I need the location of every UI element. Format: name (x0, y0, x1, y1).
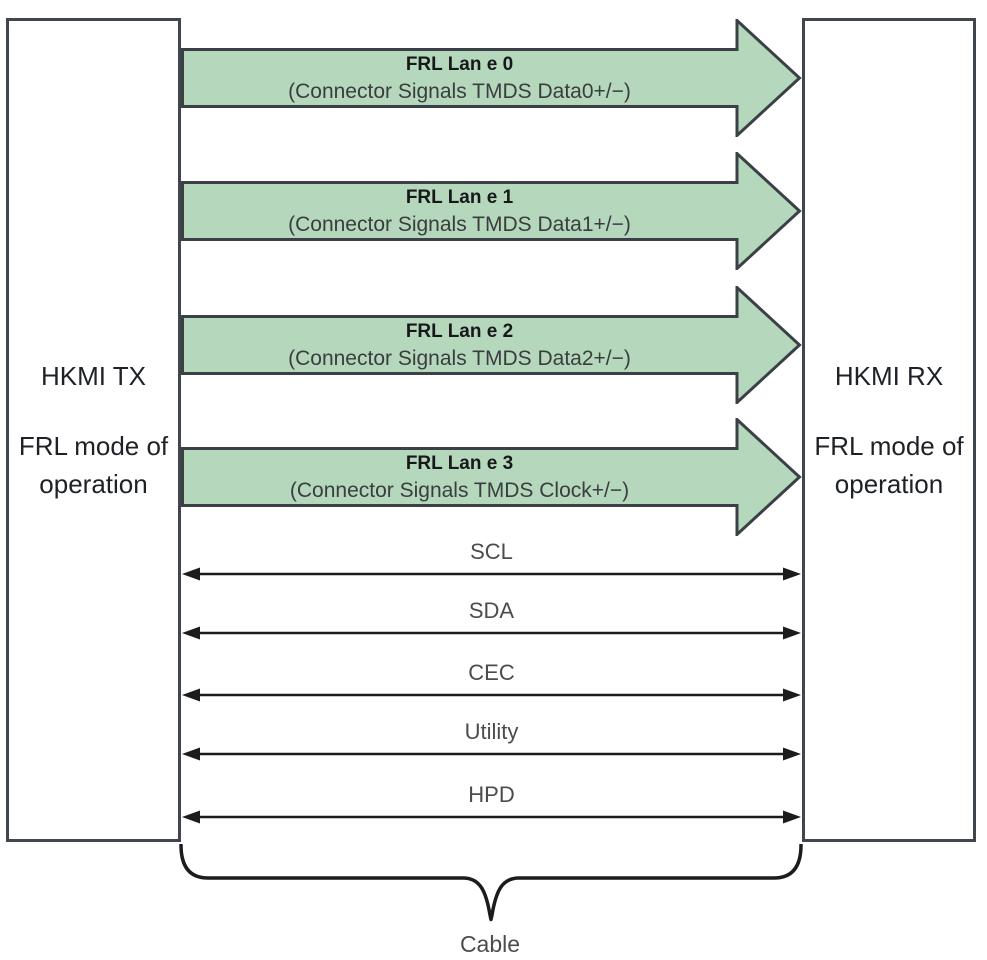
signal-utility: Utility (181, 720, 802, 762)
tx-box-label: HKMI TX FRL mode of operation (9, 21, 178, 839)
frl-lane-0-title: FRL Lan e 0 (405, 53, 514, 75)
signal-hpd-label: HPD (468, 782, 515, 807)
frl-lane-2-title: FRL Lan e 2 (405, 320, 514, 342)
frl-lane-3: FRL Lan e 3 (Connector Signals TMDS Cloc… (181, 418, 802, 536)
signal-utility-bidirectional-arrow-icon (182, 747, 801, 761)
frl-lane-3-subtitle: (Connector Signals TMDS Clock+/−) (289, 478, 630, 502)
rx-box-mode-line2: operation (834, 469, 944, 499)
frl-lane-0-subtitle: (Connector Signals TMDS Data0+/−) (288, 79, 631, 103)
rx-box-title: HKMI RX (834, 361, 944, 391)
tx-box: HKMI TX FRL mode of operation (6, 18, 181, 842)
signal-scl-bidirectional-arrow-icon (182, 567, 801, 581)
cable-brace-icon (179, 844, 803, 922)
rx-box: HKMI RX FRL mode of operation (802, 18, 976, 842)
signal-cec-label: CEC (468, 660, 515, 685)
frl-lane-1: FRL Lan e 1 (Connector Signals TMDS Data… (181, 152, 802, 270)
signal-hpd: HPD (181, 783, 802, 825)
tx-box-mode-line2: operation (39, 469, 148, 499)
cable-label: Cable (459, 931, 521, 957)
frl-lane-1-title: FRL Lan e 1 (405, 186, 514, 208)
signal-sda-bidirectional-arrow-icon (182, 626, 801, 640)
frl-lane-0-label: FRL Lan e 0 (Connector Signals TMDS Data… (181, 49, 738, 107)
frl-lane-1-label: FRL Lan e 1 (Connector Signals TMDS Data… (181, 182, 738, 240)
frl-lane-3-title: FRL Lan e 3 (405, 452, 514, 474)
signal-scl-label: SCL (470, 539, 513, 564)
frl-lane-2: FRL Lan e 2 (Connector Signals TMDS Data… (181, 286, 802, 404)
frl-lane-2-label: FRL Lan e 2 (Connector Signals TMDS Data… (181, 316, 738, 374)
signal-cec-bidirectional-arrow-icon (182, 688, 801, 702)
frl-lane-2-subtitle: (Connector Signals TMDS Data2+/−) (288, 346, 631, 370)
tx-box-title: HKMI TX (41, 361, 146, 391)
signal-cec: CEC (181, 661, 802, 703)
signal-utility-label: Utility (464, 719, 519, 744)
rx-box-label: HKMI RX FRL mode of operation (805, 21, 973, 839)
signal-scl: SCL (181, 540, 802, 582)
tx-box-mode: FRL mode of operation (19, 427, 168, 503)
frl-lane-0: FRL Lan e 0 (Connector Signals TMDS Data… (181, 19, 802, 137)
signal-hpd-bidirectional-arrow-icon (182, 810, 801, 824)
signal-sda-label: SDA (468, 598, 515, 623)
frl-lane-3-label: FRL Lan e 3 (Connector Signals TMDS Cloc… (181, 448, 738, 506)
frl-lane-1-arrow-icon (181, 152, 802, 270)
frl-lane-3-arrow-icon (181, 418, 802, 536)
frl-lane-0-arrow-icon (181, 19, 802, 137)
rx-box-mode: FRL mode of operation (814, 427, 963, 503)
signal-sda: SDA (181, 599, 802, 641)
frl-lane-1-subtitle: (Connector Signals TMDS Data1+/−) (288, 212, 631, 236)
rx-box-mode-line1: FRL mode of (814, 431, 964, 461)
frl-lane-2-arrow-icon (181, 286, 802, 404)
tx-box-mode-line1: FRL mode of (18, 431, 169, 461)
